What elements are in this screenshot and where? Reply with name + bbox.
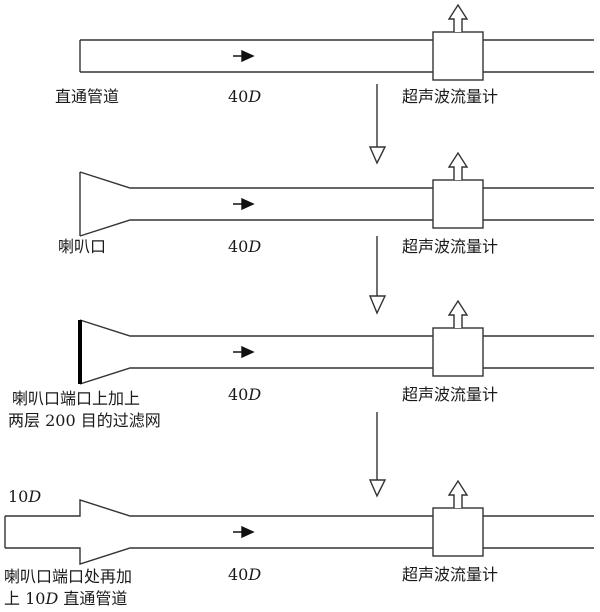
stage-3-meter-box [432, 327, 484, 377]
down-arrow-1 [368, 84, 387, 165]
stage-4-pipe-label-line2-prefix: 上 10 [4, 589, 46, 608]
stage-4-pipe-label-line2-unit: D [45, 589, 59, 608]
stage-4-length-value: 40 [228, 565, 249, 584]
stage-3-length-label: 40D [228, 384, 261, 406]
stage-1-length-label: 40D [228, 86, 261, 108]
down-arrow-3 [368, 412, 387, 498]
stage-3-length-value: 40 [228, 385, 249, 404]
stage-4-flow-arrow [233, 525, 255, 539]
stage-1-length-unit: D [248, 87, 262, 106]
stage-4-pipe-label-line2-suffix: 直通管道 [58, 589, 128, 608]
stage-1-meter-label: 超声波流量计 [402, 87, 499, 106]
stage-3-pipe-label-line1: 喇叭口端口上加上 [12, 389, 141, 408]
stage-4-pipe-label-line1: 喇叭口端口处再加 [4, 567, 133, 586]
stage-1-pipe-label: 直通管道 [55, 87, 120, 106]
stage-1-pipe [79, 39, 594, 73]
stage-1-meter-box [432, 31, 484, 81]
stage-4-length-unit: D [248, 565, 262, 584]
stage-4-meter-box [432, 507, 484, 557]
stage-2-group [79, 151, 594, 237]
stage-3-meter-label: 超声波流量计 [402, 385, 499, 404]
stage-2-meter-label: 超声波流量计 [402, 237, 499, 256]
down-arrow-2 [368, 236, 387, 315]
stage-4-meter-label: 超声波流量计 [402, 565, 499, 584]
stage-3-meter-sensor-icon [447, 299, 469, 328]
stage-4-pipe-label-line2: 上 10D 直通管道 [4, 588, 127, 610]
stage-4-top-length-unit: D [28, 487, 42, 506]
stage-4-top-length-label: 10D [8, 486, 41, 508]
stage-2-pipe [79, 171, 594, 237]
stage-2-meter-sensor-icon [447, 151, 469, 180]
stage-2-flow-arrow [233, 197, 255, 211]
stage-4-top-length-value: 10 [8, 487, 29, 506]
stage-3-pipe [79, 319, 594, 385]
stage-2-pipe-label: 喇叭口 [58, 237, 107, 256]
stage-2-length-value: 40 [228, 237, 249, 256]
stage-3-flow-arrow [233, 345, 255, 359]
stage-4-group [4, 479, 594, 565]
stage-4-meter-sensor-icon [447, 479, 469, 508]
stage-2-meter-box [432, 179, 484, 229]
stage-3-pipe-label-line2: 两层 200 目的过滤网 [8, 411, 161, 430]
stage-1-meter-sensor-icon [447, 3, 469, 32]
stage-4-length-label: 40D [228, 564, 261, 586]
stage-4-pipe [4, 499, 594, 565]
stage-3-length-unit: D [248, 385, 262, 404]
stage-2-length-label: 40D [228, 236, 261, 258]
stage-1-group [79, 3, 594, 81]
stage-1-length-value: 40 [228, 87, 249, 106]
stage-2-length-unit: D [248, 237, 262, 256]
stage-3-group [78, 299, 594, 385]
stage-1-flow-arrow [233, 49, 255, 63]
